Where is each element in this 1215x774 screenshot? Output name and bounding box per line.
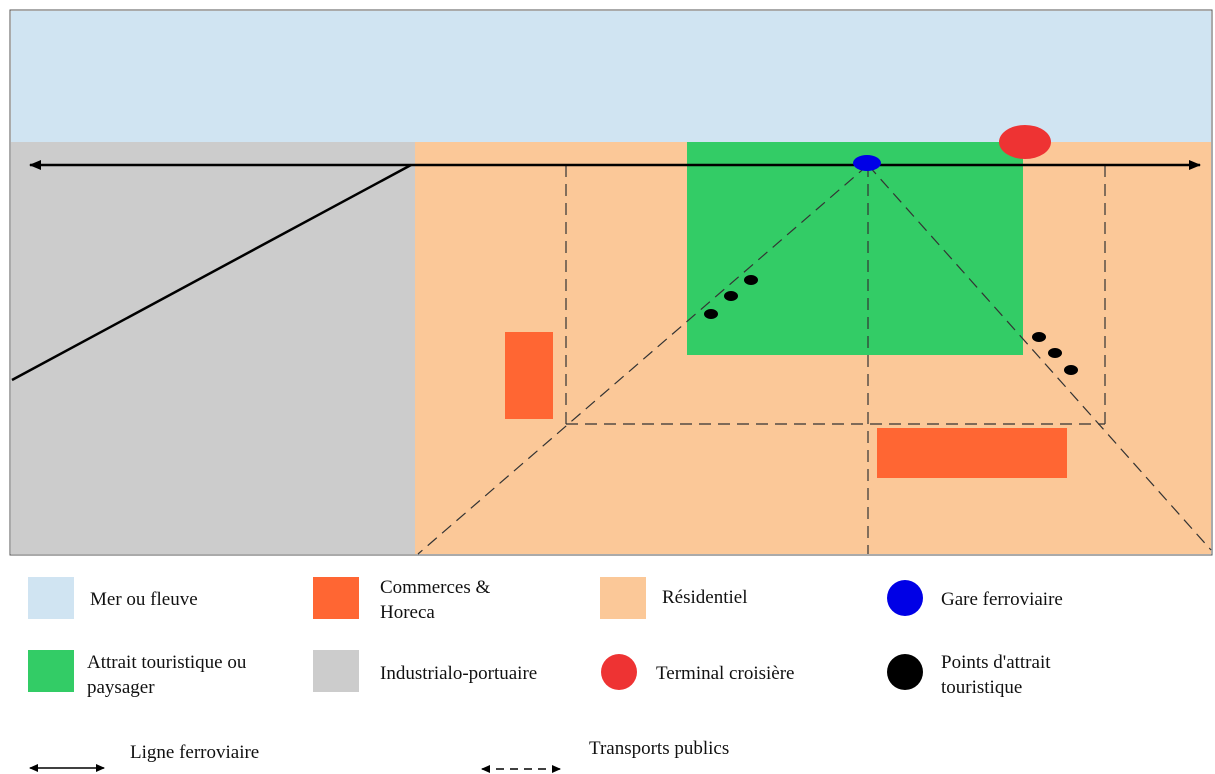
station-swatch [887,580,923,616]
public-transport-network [417,164,1212,555]
legend-label-points-1: Points d'attrait [941,652,1051,673]
legend-label-sea: Mer ou fleuve [90,589,198,610]
commerce-block-south [877,428,1067,478]
legend-label-commerce-2: Horeca [380,602,435,623]
railway-branch-line [11,163,412,382]
industrial-port-zone [11,142,415,554]
tourist-attraction-points [704,275,1078,375]
legend-label-station: Gare ferroviaire [941,589,1063,610]
transit-line-southeast-diagonal [867,164,1212,551]
legend-label-tourism-2: paysager [87,677,155,698]
legend-label-commerce-1: Commerces & [380,577,491,598]
tourism-area-swatch [28,650,74,692]
legend-label-points-2: touristique [941,677,1023,698]
sea-zone [11,11,1211,142]
legend-label-public-transport: Transports publics [589,738,730,759]
attraction-point [744,275,758,285]
commerce-block-west [505,332,553,419]
transit-line-southwest-diagonal [417,164,869,555]
legend-label-railway: Ligne ferroviaire [130,742,260,763]
legend-label-industrial: Industrialo-portuaire [380,663,538,684]
sea-swatch [28,577,74,619]
attraction-points-swatch [887,654,923,690]
commerce-swatch [313,577,359,619]
legend-label-tourism-1: Attrait touristique ou [87,652,247,673]
attraction-point [704,309,718,319]
residential-swatch [600,577,646,619]
railway-station-marker [853,155,881,171]
attraction-point [724,291,738,301]
tourism-landscape-area [687,142,1023,355]
legend-label-residential: Résidentiel [662,587,748,608]
attraction-point [1064,365,1078,375]
industrial-swatch [313,650,359,692]
legend-label-cruise-terminal: Terminal croisière [656,663,795,684]
attraction-point [1032,332,1046,342]
cruise-terminal-swatch [601,654,637,690]
cruise-terminal-marker [999,125,1051,159]
attraction-point [1048,348,1062,358]
